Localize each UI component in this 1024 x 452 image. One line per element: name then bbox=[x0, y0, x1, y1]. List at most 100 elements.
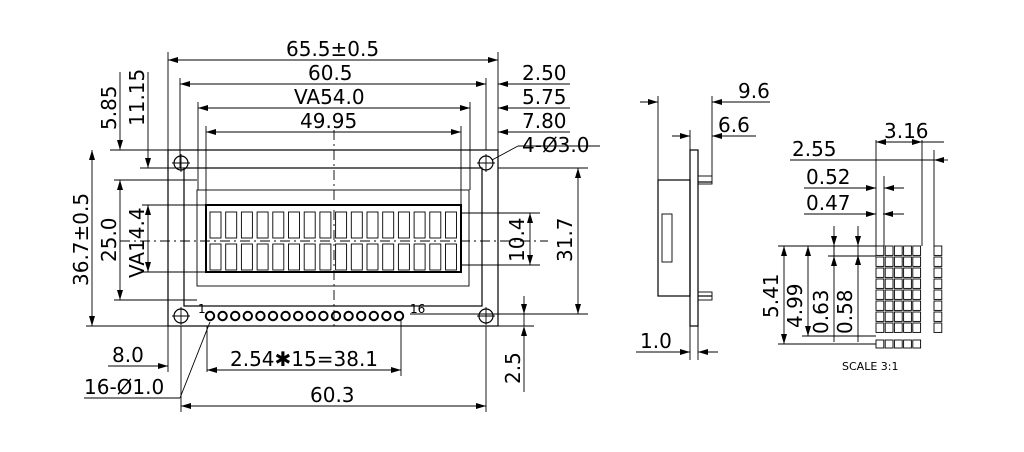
right-offset-2-label: 5.75 bbox=[522, 85, 567, 109]
dot bbox=[912, 322, 922, 333]
char-cell bbox=[319, 211, 332, 239]
dot bbox=[912, 278, 922, 289]
dim-top-offsets: 5.85 11.15 bbox=[97, 69, 184, 169]
side-view: 9.6 6.6 1.0 bbox=[636, 79, 770, 360]
right-offset-3-label: 7.80 bbox=[522, 109, 567, 133]
char-cell bbox=[429, 243, 442, 271]
char-cell bbox=[225, 243, 238, 271]
dot bbox=[912, 289, 922, 300]
dot bbox=[912, 256, 922, 267]
left-offset-label: 8.0 bbox=[112, 343, 144, 367]
pin-holes bbox=[204, 310, 405, 322]
char-cell bbox=[288, 211, 300, 239]
char-cell bbox=[209, 243, 222, 271]
dot bbox=[875, 289, 885, 300]
pin-hole bbox=[343, 310, 354, 322]
dim-char-height: 10.4 bbox=[461, 212, 540, 266]
bezel-height-label: 25.0 bbox=[97, 217, 121, 262]
dim-pcb-width: 60.5 bbox=[179, 61, 487, 168]
char-cell bbox=[225, 211, 238, 239]
pcb-height-label: 31.7 bbox=[553, 217, 577, 262]
dot-size-v-label: 0.58 bbox=[833, 289, 857, 334]
va-width-label: VA54.0 bbox=[294, 85, 365, 109]
dot-size-label: 0.47 bbox=[806, 191, 851, 215]
side-bezel bbox=[657, 179, 691, 297]
char-width-label: 3.16 bbox=[884, 119, 929, 143]
pin-offset-label: 2.5 bbox=[501, 352, 525, 384]
pin-hole bbox=[356, 310, 367, 322]
pin-hole bbox=[204, 310, 216, 322]
mount-holes-label: 4-Ø3.0 bbox=[522, 133, 590, 157]
char-pitch-width-label: 2.55 bbox=[792, 137, 837, 161]
char-cell bbox=[445, 243, 457, 271]
viewing-area bbox=[205, 204, 462, 273]
dim-overall-height: 36.7±0.5 bbox=[69, 150, 168, 327]
char-cell bbox=[397, 211, 410, 239]
dot bbox=[903, 256, 912, 267]
dim-char-pitch-width: 2.55 bbox=[790, 137, 948, 246]
dot bbox=[884, 322, 894, 333]
scale-label: SCALE 3:1 bbox=[842, 360, 898, 373]
dot bbox=[884, 245, 894, 256]
pcb-outline bbox=[167, 149, 499, 327]
dot bbox=[884, 300, 894, 311]
cursor-row bbox=[875, 339, 922, 349]
char-cell bbox=[382, 243, 395, 271]
dim-pin-pitch: 2.54✱15=38.1 bbox=[207, 320, 402, 376]
dot bbox=[893, 245, 903, 256]
dot bbox=[903, 289, 912, 300]
dim-left-offset: 8.0 bbox=[108, 326, 208, 372]
char-cell bbox=[335, 211, 348, 239]
dot bbox=[893, 300, 903, 311]
dot bbox=[903, 245, 912, 256]
pin-hole bbox=[381, 310, 392, 322]
dot bbox=[875, 322, 885, 333]
pin-first-label: 1 bbox=[198, 302, 206, 316]
dot bbox=[893, 278, 903, 289]
cursor-dot bbox=[912, 339, 922, 349]
dot-column-next bbox=[933, 245, 943, 333]
dim-pin-offset: 2.5 bbox=[410, 296, 534, 392]
dot bbox=[912, 311, 922, 322]
char-cell bbox=[335, 243, 348, 271]
pin-hole bbox=[305, 310, 316, 322]
dot bbox=[903, 278, 912, 289]
char-cell bbox=[350, 211, 363, 239]
cursor-dot bbox=[875, 339, 885, 349]
active-width-label: 49.95 bbox=[300, 109, 357, 133]
dot bbox=[933, 278, 943, 289]
dot bbox=[912, 300, 922, 311]
bezel-inner bbox=[196, 189, 470, 287]
char-cell bbox=[413, 211, 426, 239]
char-cell bbox=[445, 211, 457, 239]
dot bbox=[912, 245, 922, 256]
pin-hole bbox=[393, 310, 405, 322]
overall-height-label: 36.7±0.5 bbox=[69, 193, 93, 286]
dot bbox=[903, 267, 912, 278]
pin-hole bbox=[318, 310, 329, 322]
overall-width-label: 65.5±0.5 bbox=[286, 37, 379, 61]
char-cell bbox=[303, 211, 316, 239]
dim-va-height: VA14.4 bbox=[125, 204, 206, 278]
side-glass bbox=[661, 213, 673, 263]
pin-hole bbox=[255, 310, 266, 322]
dot bbox=[893, 311, 903, 322]
pin-hole bbox=[280, 310, 291, 322]
char-cell bbox=[209, 211, 222, 239]
top-offset-2-label: 11.15 bbox=[125, 69, 149, 126]
char-cell bbox=[382, 211, 395, 239]
dot bbox=[933, 300, 943, 311]
dim-bezel-height: 25.0 bbox=[97, 179, 197, 301]
char-cell bbox=[350, 243, 363, 271]
pin-hole bbox=[242, 310, 254, 322]
char-cell bbox=[256, 211, 269, 239]
dot bbox=[884, 256, 894, 267]
dim-dot-size: 0.47 bbox=[804, 191, 904, 217]
pin-holes-label: 16-Ø1.0 bbox=[84, 375, 164, 399]
dot bbox=[875, 267, 885, 278]
dim-char-height-detail: 4.99 bbox=[783, 246, 876, 337]
dot bbox=[875, 278, 885, 289]
dim-dot-pitch-v: 0.63 bbox=[809, 226, 876, 342]
char-height-detail-label: 4.99 bbox=[783, 283, 807, 328]
